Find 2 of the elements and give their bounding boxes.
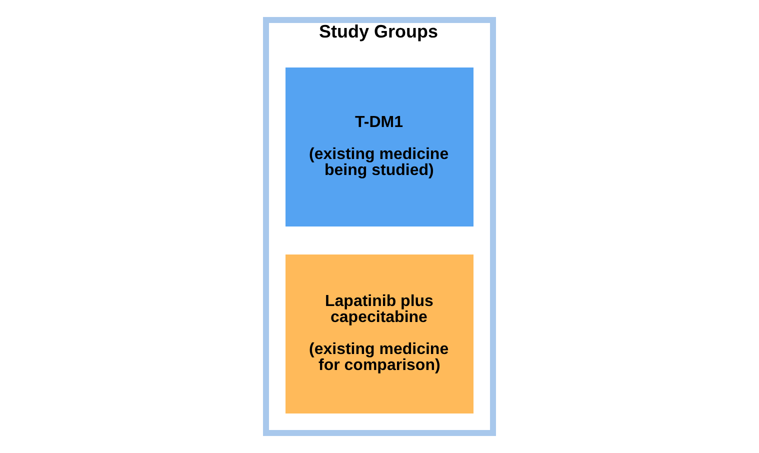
node-box: T-DM1 (existing medicine being studied) [286,68,474,226]
node-box: Lapatinib plus capecitabine (existing medicine for comparison) [286,254,474,414]
